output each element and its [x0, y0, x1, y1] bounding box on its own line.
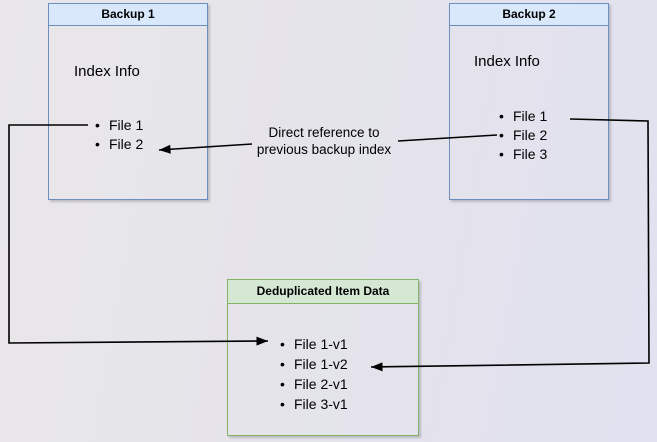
dedup-file-item: File 1-v1 — [280, 334, 348, 354]
backup2-file-item: File 1 — [499, 107, 547, 126]
backup1-node: Backup 1 — [48, 3, 208, 200]
backup1-file-list: File 1 File 2 — [95, 116, 143, 154]
backup1-index-info-label: Index Info — [74, 63, 140, 80]
annotation-line2: previous backup index — [256, 142, 392, 157]
backup2-title: Backup 2 — [450, 4, 608, 26]
backup1-title: Backup 1 — [49, 4, 207, 26]
backup1-file-item: File 1 — [95, 116, 143, 135]
annotation-line1: Direct reference to — [268, 125, 380, 140]
dedup-file-item: File 1-v2 — [280, 354, 348, 374]
backup2-file-list: File 1 File 2 File 3 — [499, 107, 547, 164]
dedup-file-item: File 3-v1 — [280, 394, 348, 414]
backup2-file-item: File 2 — [499, 126, 547, 145]
backup2-file-item: File 3 — [499, 145, 547, 164]
backup2-index-info-label: Index Info — [474, 53, 540, 70]
direct-reference-annotation: Direct reference to previous backup inde… — [229, 124, 419, 158]
dedup-title: Deduplicated Item Data — [228, 280, 418, 304]
dedup-file-item: File 2-v1 — [280, 374, 348, 394]
dedup-file-list: File 1-v1 File 1-v2 File 2-v1 File 3-v1 — [280, 334, 348, 414]
backup2-node: Backup 2 — [449, 3, 609, 200]
backup1-file-item: File 2 — [95, 135, 143, 154]
